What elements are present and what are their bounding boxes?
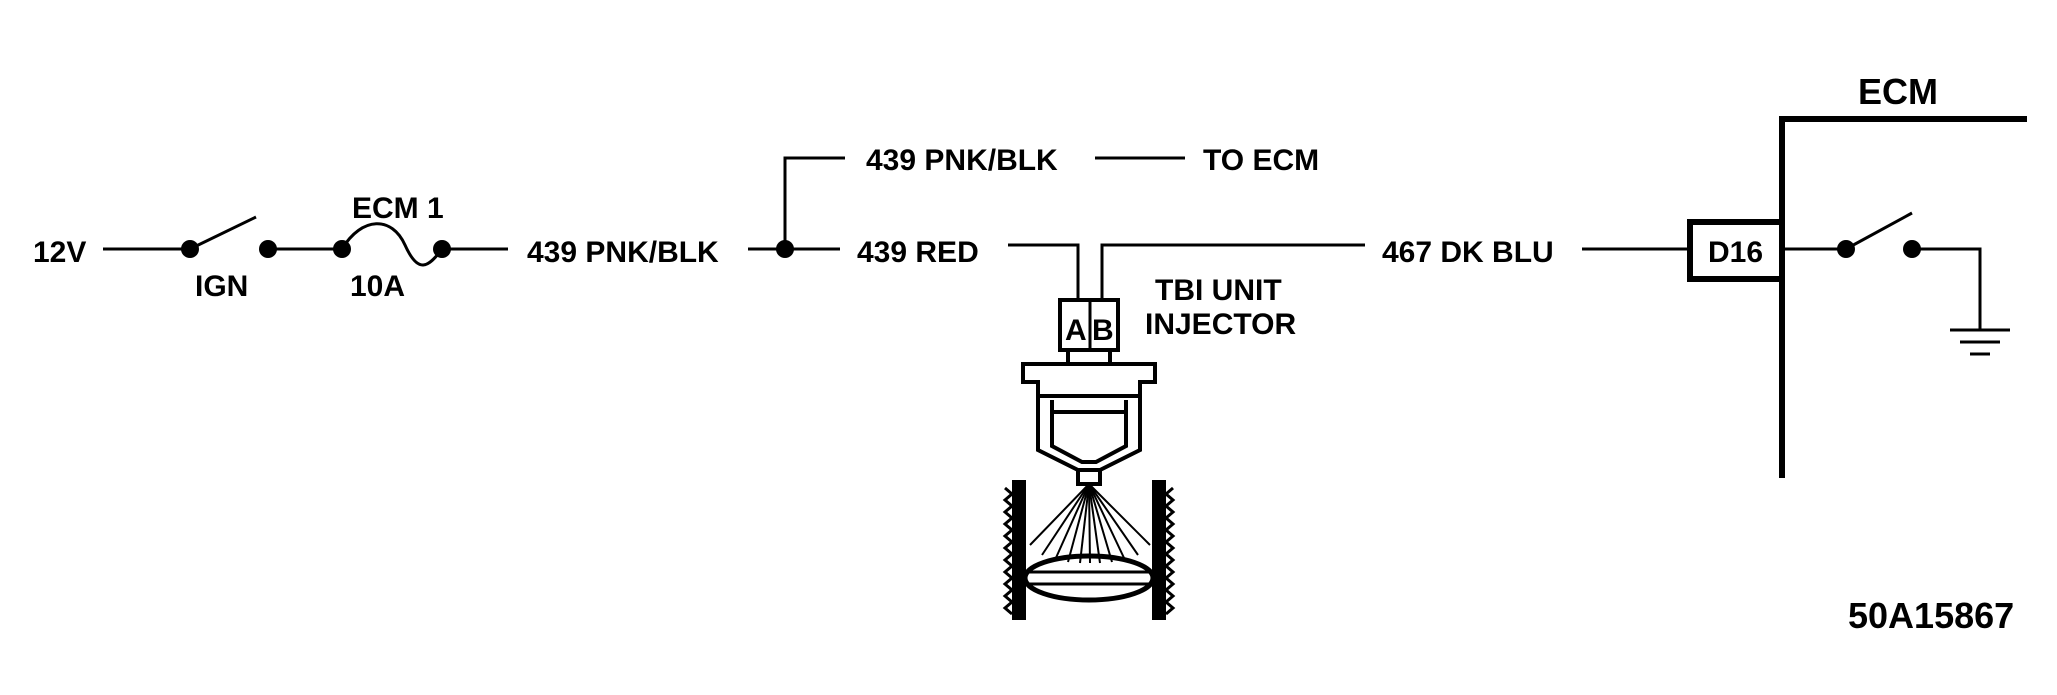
fuse-name-label: ECM 1 bbox=[352, 192, 444, 225]
ecm-label: ECM bbox=[1858, 71, 1938, 112]
ignition-switch-blade bbox=[189, 215, 257, 251]
wire-feed-label: 439 PNK/BLK bbox=[527, 236, 719, 269]
fuse-element bbox=[340, 222, 444, 267]
wire-control-label: 467 DK BLU bbox=[1382, 236, 1554, 269]
figure-id-label: 50A15867 bbox=[1848, 595, 2014, 636]
ecm-terminal-label: D16 bbox=[1708, 236, 1763, 269]
wire-injector-feed-label: 439 RED bbox=[857, 236, 979, 269]
ecm-switch-blade bbox=[1845, 211, 1913, 251]
injector-spray bbox=[1029, 483, 1151, 564]
injector-pin-a-label: A bbox=[1065, 314, 1087, 347]
ignition-switch-label: IGN bbox=[195, 270, 248, 303]
branch-destination-label: TO ECM bbox=[1203, 144, 1319, 177]
throttle-plate bbox=[1022, 553, 1156, 603]
wire-pin-b-to-blu-label bbox=[1100, 243, 1365, 300]
source-voltage-label: 12V bbox=[33, 236, 86, 269]
branch-wire bbox=[783, 156, 845, 249]
injector-illustration bbox=[1021, 348, 1157, 486]
injector-pin-b-label: B bbox=[1092, 314, 1114, 347]
ground-icon bbox=[1950, 328, 2010, 356]
ecm-ground-wire bbox=[1912, 247, 1982, 330]
wire-red-to-pin-a bbox=[1008, 243, 1080, 300]
injector-label-line1: TBI UNIT bbox=[1155, 274, 1282, 307]
fuse-rating-label: 10A bbox=[350, 270, 405, 303]
injector-label-line2: INJECTOR bbox=[1145, 308, 1296, 341]
ecm-boundary bbox=[1779, 116, 2027, 478]
wire-branch-label: 439 PNK/BLK bbox=[866, 144, 1058, 177]
throttle-body-bore bbox=[1002, 480, 1176, 620]
